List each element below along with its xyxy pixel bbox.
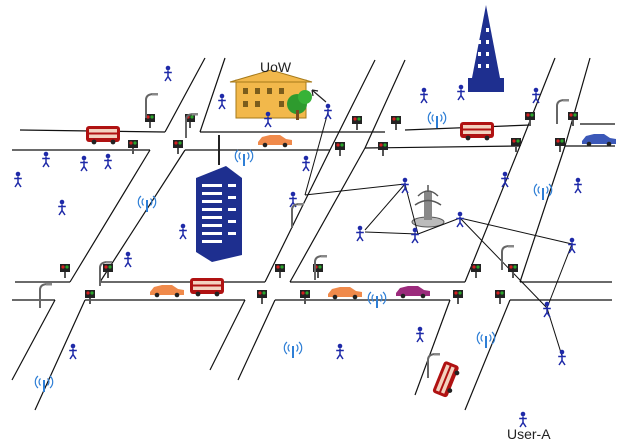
- university-label: UoW: [260, 59, 292, 75]
- person-icon: [400, 176, 410, 194]
- person-icon: [217, 92, 227, 110]
- traffic-light-icon: [85, 290, 95, 304]
- car-icon: [328, 287, 362, 300]
- street-lamp-icon: [39, 282, 53, 309]
- person-icon: [123, 250, 133, 268]
- wifi-antenna-icon: [533, 183, 553, 201]
- person-icon: [323, 102, 333, 120]
- person-icon: [456, 83, 466, 101]
- wifi-antenna-icon: [137, 195, 157, 213]
- wifi-antenna-icon: [234, 149, 254, 167]
- communication-links: [304, 111, 573, 357]
- traffic-light-icon: [173, 140, 183, 154]
- person-icon: [79, 154, 89, 172]
- wifi-antenna-icon: [34, 375, 54, 393]
- fountain-icon: [411, 185, 445, 228]
- traffic-light-icon: [335, 142, 345, 156]
- traffic-light-icon: [128, 140, 138, 154]
- person-icon: [518, 410, 528, 428]
- car-icon: [258, 135, 292, 148]
- skyscraper-icon: [196, 135, 242, 262]
- bus-icon: [86, 126, 120, 145]
- person-icon: [542, 300, 552, 318]
- person-icon: [573, 176, 583, 194]
- person-icon: [301, 154, 311, 172]
- person-icon: [163, 64, 173, 82]
- person-icon: [13, 170, 23, 188]
- bus-icon: [432, 360, 462, 399]
- user-a-label: User-A: [507, 426, 551, 441]
- traffic-light-icon: [568, 112, 578, 126]
- car-icon: [582, 134, 616, 147]
- person-icon: [57, 198, 67, 216]
- traffic-light-icon: [60, 264, 70, 278]
- traffic-light-icon: [352, 116, 362, 130]
- bus-icon: [190, 278, 224, 297]
- person-icon: [355, 224, 365, 242]
- person-icon: [335, 342, 345, 360]
- person-icon: [415, 325, 425, 343]
- arrow-icon: [311, 89, 327, 103]
- wifi-antenna-icon: [476, 331, 496, 349]
- traffic-light-icon: [391, 116, 401, 130]
- street-lamp-icon: [556, 98, 570, 125]
- traffic-light-icon: [453, 290, 463, 304]
- person-icon: [410, 226, 420, 244]
- traffic-light-icon: [378, 142, 388, 156]
- car-icon: [150, 285, 184, 298]
- traffic-lights: [60, 112, 578, 304]
- traffic-light-icon: [525, 112, 535, 126]
- traffic-light-icon: [257, 290, 267, 304]
- person-icon: [103, 152, 113, 170]
- person-icon: [68, 342, 78, 360]
- wifi-antenna-icon: [427, 111, 447, 129]
- traffic-light-icon: [300, 290, 310, 304]
- traffic-light-icon: [471, 264, 481, 278]
- skyscraper-icon: [468, 5, 504, 92]
- car-icon: [396, 286, 430, 299]
- bus-icon: [460, 122, 494, 141]
- wifi-antenna-icon: [283, 341, 303, 359]
- person-icon: [419, 86, 429, 104]
- traffic-light-icon: [511, 138, 521, 152]
- person-icon: [41, 150, 51, 168]
- person-icon: [178, 222, 188, 240]
- street-lamp-icon: [427, 352, 441, 379]
- traffic-light-icon: [495, 290, 505, 304]
- vehicles: [86, 122, 616, 399]
- antennas: [34, 111, 553, 393]
- person-icon: [500, 170, 510, 188]
- traffic-light-icon: [275, 264, 285, 278]
- road-network: [11, 57, 615, 411]
- person-icon: [557, 348, 567, 366]
- tree-icon: [287, 90, 312, 120]
